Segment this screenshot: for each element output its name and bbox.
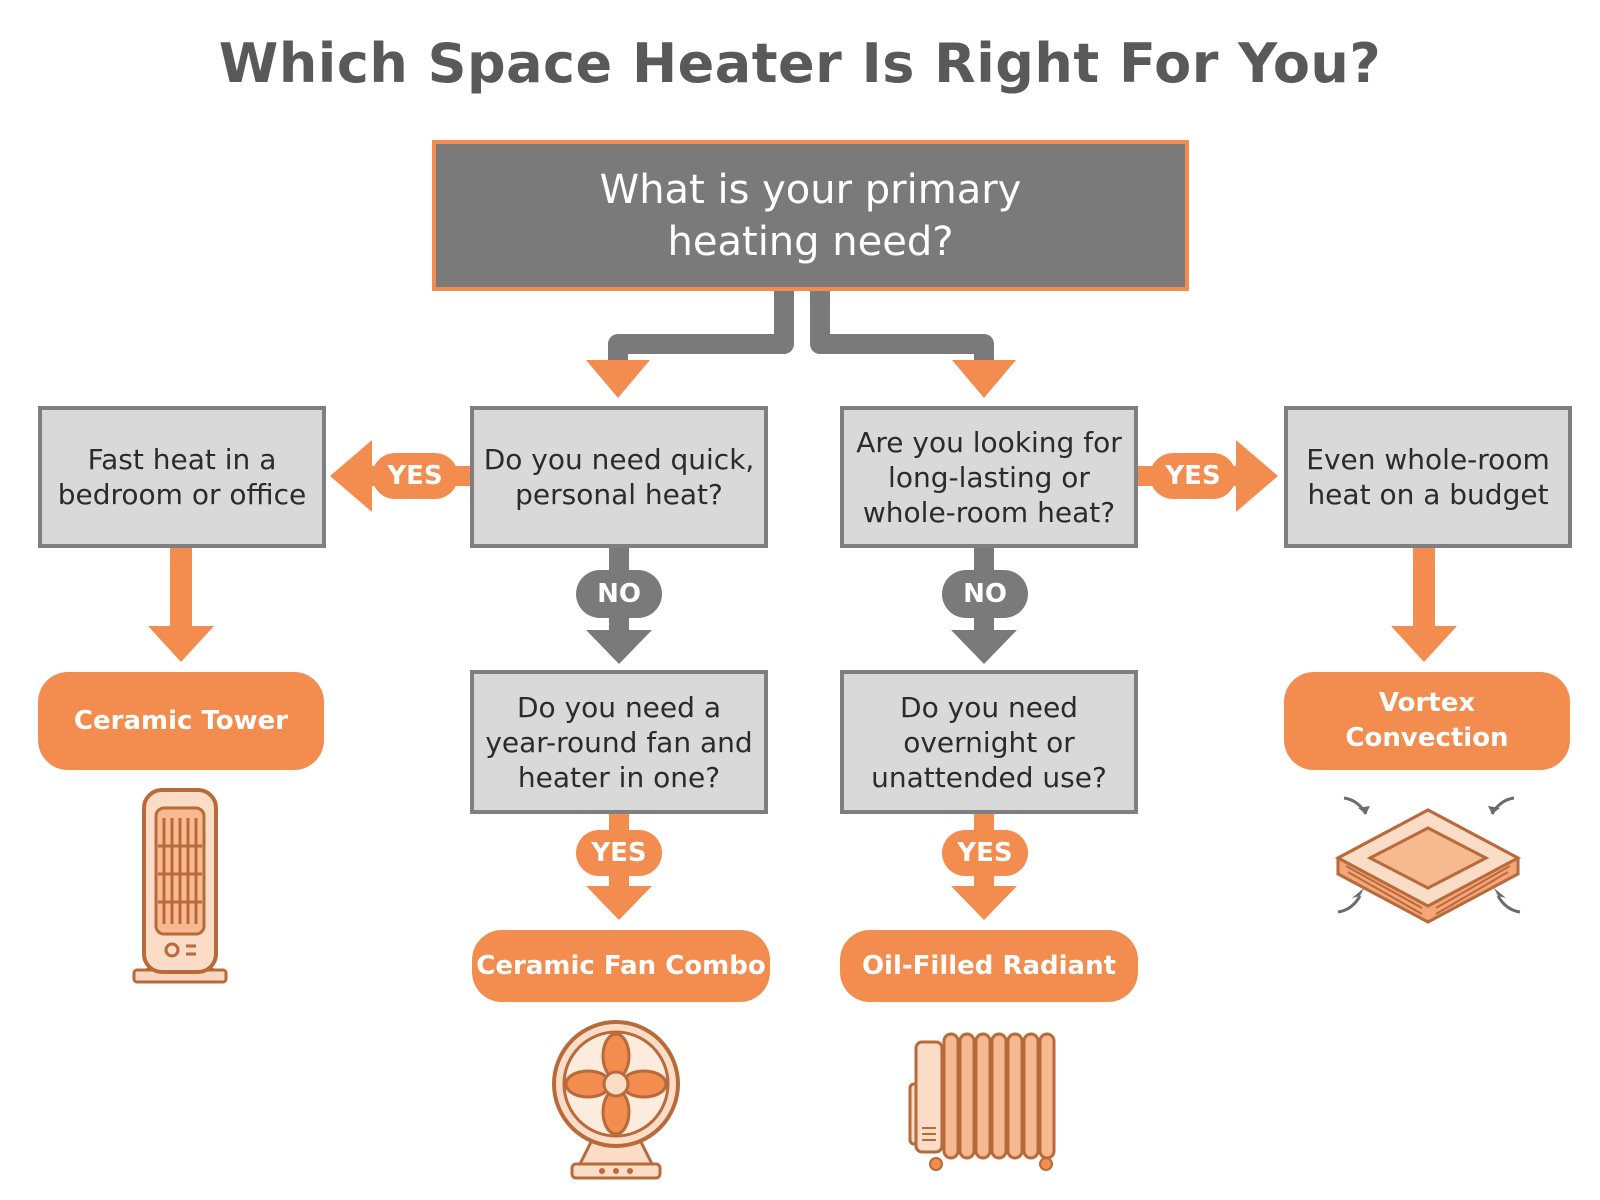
fast-heat-box: Fast heat in a bedroom or office	[38, 406, 326, 548]
overnight-question: Do you need overnight or unattended use?	[840, 670, 1138, 814]
page-title: Which Space Heater Is Right For You?	[218, 32, 1382, 95]
tower-heater-icon	[132, 788, 228, 984]
convection-heater-icon	[1334, 796, 1522, 924]
no-label-center-right: NO	[942, 570, 1028, 618]
yes-label-right: YES	[1150, 453, 1236, 499]
result-vortex-convection: Vortex Convection	[1284, 672, 1570, 770]
fan-heater-question: Do you need a year-round fan and heater …	[470, 670, 768, 814]
yes-label-fan: YES	[576, 830, 662, 876]
fan-heater-icon	[552, 1020, 680, 1180]
even-heat-box: Even whole-room heat on a budget	[1284, 406, 1572, 548]
oil-radiator-icon	[908, 1032, 1056, 1171]
result-ceramic-tower: Ceramic Tower	[38, 672, 324, 770]
long-lasting-question: Are you looking for long-lasting or whol…	[840, 406, 1138, 548]
quick-personal-question: Do you need quick, personal heat?	[470, 406, 768, 548]
yes-label-left: YES	[372, 453, 458, 499]
root-question: What is your primary heating need?	[432, 140, 1189, 291]
yes-label-oil: YES	[942, 830, 1028, 876]
result-ceramic-fan-combo: Ceramic Fan Combo	[472, 930, 770, 1002]
no-label-center-left: NO	[576, 570, 662, 618]
result-oil-filled-radiant: Oil-Filled Radiant	[840, 930, 1138, 1002]
